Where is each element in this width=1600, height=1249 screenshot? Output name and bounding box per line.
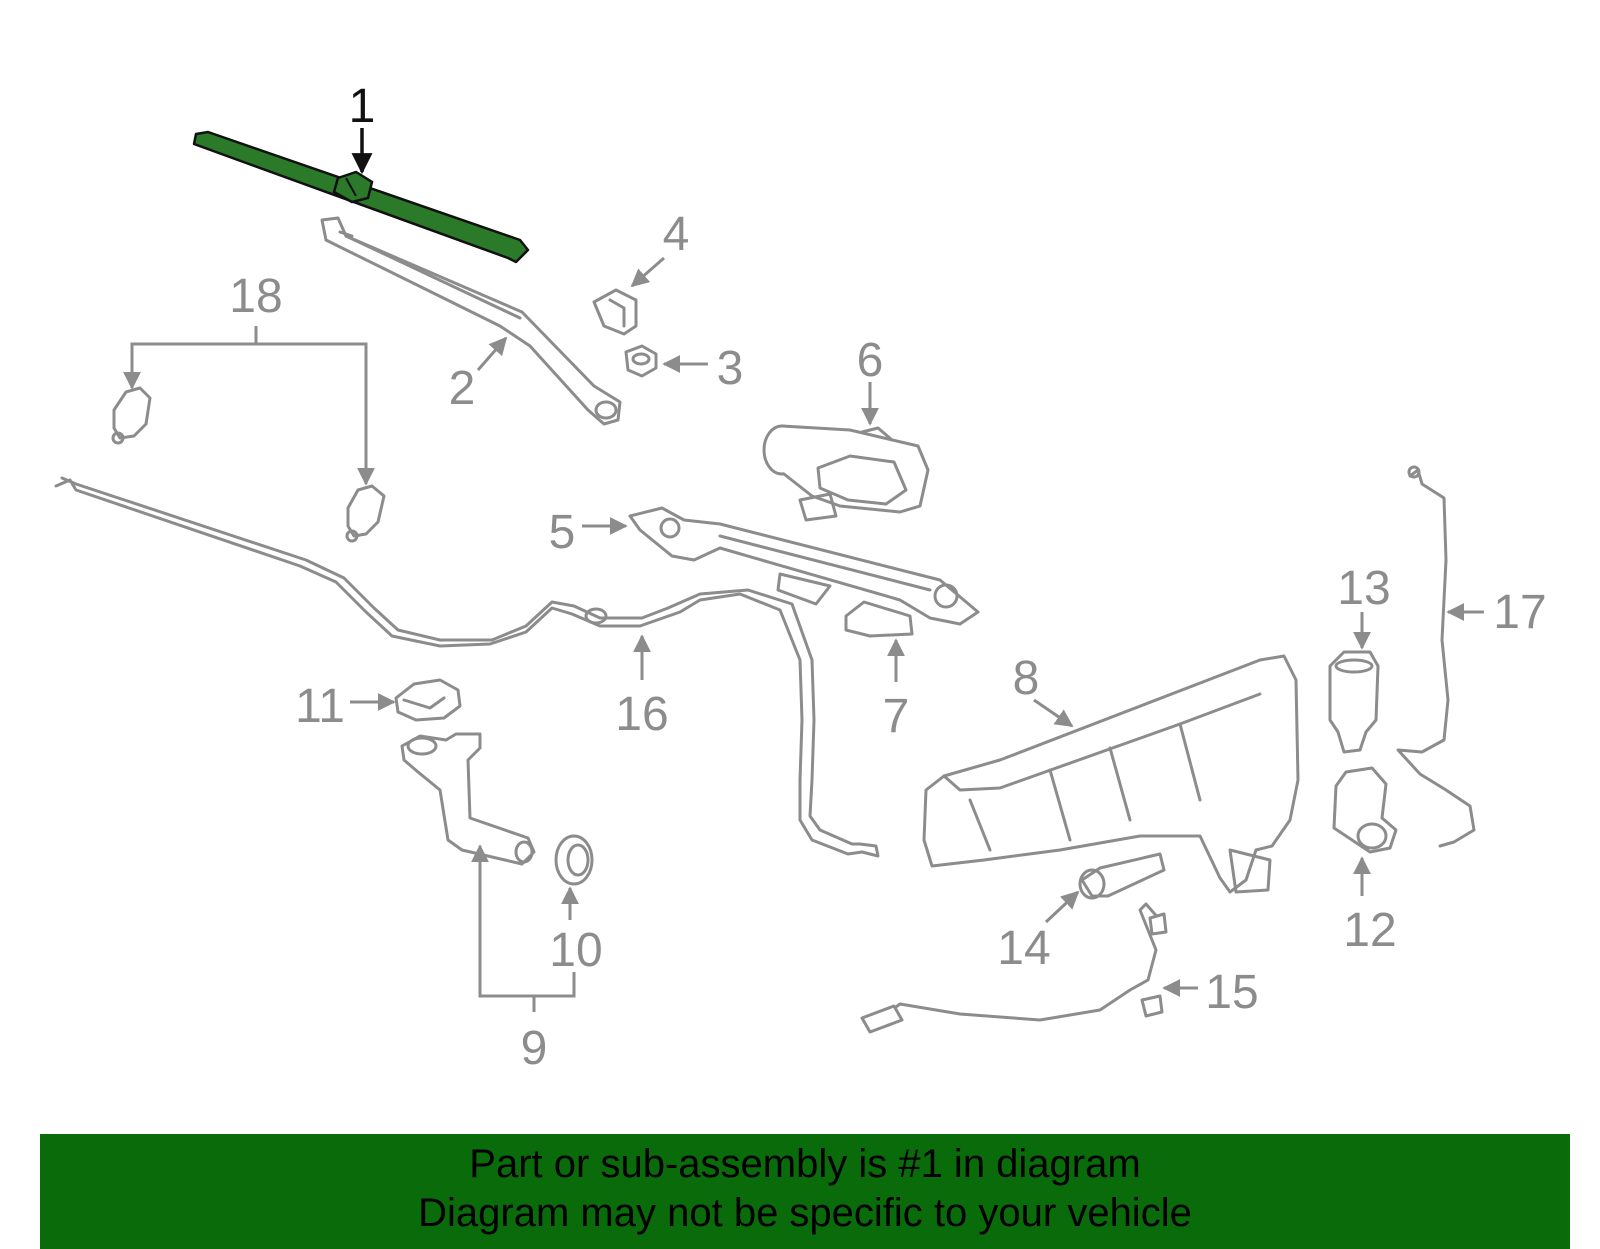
part-18-nozzles[interactable] bbox=[111, 386, 386, 543]
part-14-level-sensor[interactable] bbox=[1078, 852, 1166, 900]
callout-9: 9 bbox=[521, 1022, 548, 1075]
callout-2: 2 bbox=[449, 362, 476, 415]
leader-14 bbox=[1044, 890, 1080, 924]
callout-1: 1 bbox=[349, 80, 376, 133]
callout-14: 14 bbox=[997, 922, 1050, 975]
part-8-reservoir[interactable] bbox=[922, 654, 1300, 894]
part-10-grommet[interactable] bbox=[554, 834, 594, 886]
callout-13: 13 bbox=[1337, 562, 1390, 615]
leader-8 bbox=[1033, 698, 1074, 728]
part-4-cap[interactable] bbox=[592, 288, 638, 336]
banner-line-2: Diagram may not be specific to your vehi… bbox=[418, 1191, 1192, 1235]
part-12-washer-pump[interactable] bbox=[1332, 766, 1398, 854]
leader-9b bbox=[534, 972, 576, 998]
callout-5: 5 bbox=[549, 506, 576, 559]
leader-18b bbox=[256, 342, 375, 486]
part-2-wiper-arm[interactable] bbox=[320, 216, 622, 426]
info-banner: Part or sub-assembly is #1 in diagram Di… bbox=[40, 1134, 1570, 1249]
banner-line-1: Part or sub-assembly is #1 in diagram bbox=[469, 1142, 1141, 1186]
callout-17: 17 bbox=[1493, 586, 1546, 639]
callout-16: 16 bbox=[615, 688, 668, 741]
part-15-harness[interactable] bbox=[860, 902, 1168, 1034]
callout-3: 3 bbox=[717, 342, 744, 395]
callout-18: 18 bbox=[229, 270, 282, 323]
callout-6: 6 bbox=[857, 334, 884, 387]
part-6-wiper-motor[interactable] bbox=[762, 424, 930, 522]
leader-9 bbox=[471, 844, 534, 998]
part-17-wiring[interactable] bbox=[1396, 465, 1476, 848]
part-5-linkage[interactable] bbox=[628, 506, 980, 626]
part-9-filler-neck[interactable] bbox=[400, 732, 536, 866]
part-7-bracket[interactable] bbox=[844, 600, 914, 638]
callout-15: 15 bbox=[1205, 966, 1258, 1019]
part-1-wiper-blade[interactable] bbox=[192, 130, 530, 264]
part-3-nut[interactable] bbox=[624, 344, 658, 378]
callout-11: 11 bbox=[295, 680, 345, 733]
leader-2 bbox=[476, 336, 508, 371]
callout-10: 10 bbox=[549, 924, 602, 977]
leader-4 bbox=[630, 256, 665, 288]
leader-18 bbox=[123, 342, 256, 390]
part-11-reservoir-cap[interactable] bbox=[394, 678, 462, 722]
callout-12: 12 bbox=[1343, 904, 1396, 957]
callout-7: 7 bbox=[883, 690, 910, 743]
callout-4: 4 bbox=[663, 208, 690, 261]
callout-8: 8 bbox=[1013, 652, 1040, 705]
part-13-washer-pump[interactable] bbox=[1328, 650, 1380, 754]
part-16-hose[interactable] bbox=[54, 476, 880, 858]
